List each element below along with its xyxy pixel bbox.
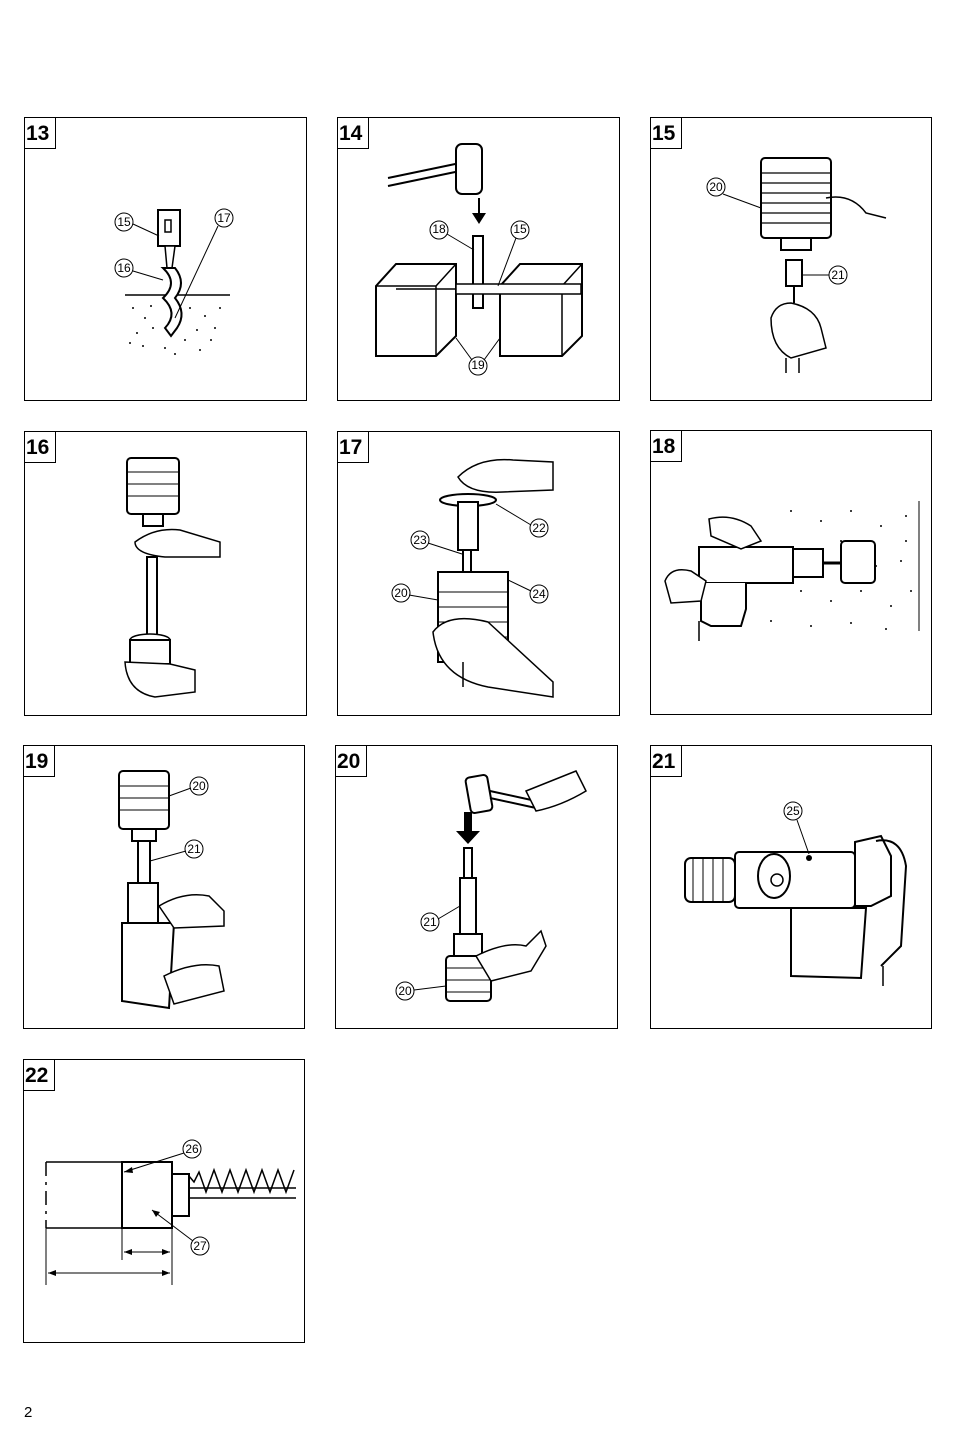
callout-20: 20 xyxy=(192,779,206,793)
figure-number: 16 xyxy=(25,432,56,463)
center-pin-assembly-illustration xyxy=(391,458,554,698)
callout-27: 27 xyxy=(193,1239,207,1253)
figure-18: 18 xyxy=(650,430,932,715)
figure-15: 15 20 21 xyxy=(650,117,932,401)
callout-15: 15 xyxy=(513,222,527,236)
callout-21: 21 xyxy=(423,915,437,929)
drilling-into-wall-illustration xyxy=(664,501,920,641)
figure-number: 20 xyxy=(336,746,367,777)
callout-23: 23 xyxy=(413,533,427,547)
figure-20: 20 21 20 xyxy=(335,745,618,1029)
callout-25: 25 xyxy=(786,804,800,818)
callout-21: 21 xyxy=(831,268,845,282)
figure-14: 14 18 15 19 xyxy=(337,117,620,401)
callout-21: 21 xyxy=(187,842,201,856)
figure-number: 18 xyxy=(651,431,682,462)
figure-21: 21 25 xyxy=(650,745,932,1029)
figure-number: 15 xyxy=(651,118,682,149)
inserting-bit-illustration xyxy=(124,457,221,698)
callout-18: 18 xyxy=(432,222,446,236)
figure-17: 17 22 23 20 24 xyxy=(337,431,620,716)
callout-20: 20 xyxy=(398,984,412,998)
figure-22: 22 26 27 xyxy=(23,1059,305,1343)
callout-24: 24 xyxy=(532,587,546,601)
callout-20: 20 xyxy=(709,180,723,194)
hammering-adapter-illustration xyxy=(375,143,583,376)
drill-bit-in-ground-illustration xyxy=(114,208,234,355)
bit-depth-dimension-diagram xyxy=(45,1139,296,1285)
figure-19: 19 20 21 xyxy=(23,745,305,1029)
removing-shank-illustration xyxy=(395,770,587,1002)
callout-26: 26 xyxy=(185,1142,199,1156)
rotary-hammer-drill-illustration xyxy=(684,801,908,986)
figure-number: 14 xyxy=(338,118,369,149)
mounting-bit-on-drill-illustration xyxy=(118,770,225,1010)
figure-number: 19 xyxy=(24,746,55,777)
callout-17: 17 xyxy=(217,211,231,225)
callout-15: 15 xyxy=(117,215,131,229)
figure-16: 16 xyxy=(24,431,307,716)
page-number: 2 xyxy=(24,1404,33,1421)
figure-13: 13 15 17 16 xyxy=(24,117,307,401)
figure-number: 13 xyxy=(25,118,56,149)
callout-22: 22 xyxy=(532,521,546,535)
figure-number: 17 xyxy=(338,432,369,463)
callout-19: 19 xyxy=(471,358,485,372)
figure-number: 21 xyxy=(651,746,682,777)
core-bit-and-shank-illustration xyxy=(706,157,887,373)
figure-number: 22 xyxy=(24,1060,55,1091)
callout-16: 16 xyxy=(117,261,131,275)
callout-20: 20 xyxy=(394,586,408,600)
